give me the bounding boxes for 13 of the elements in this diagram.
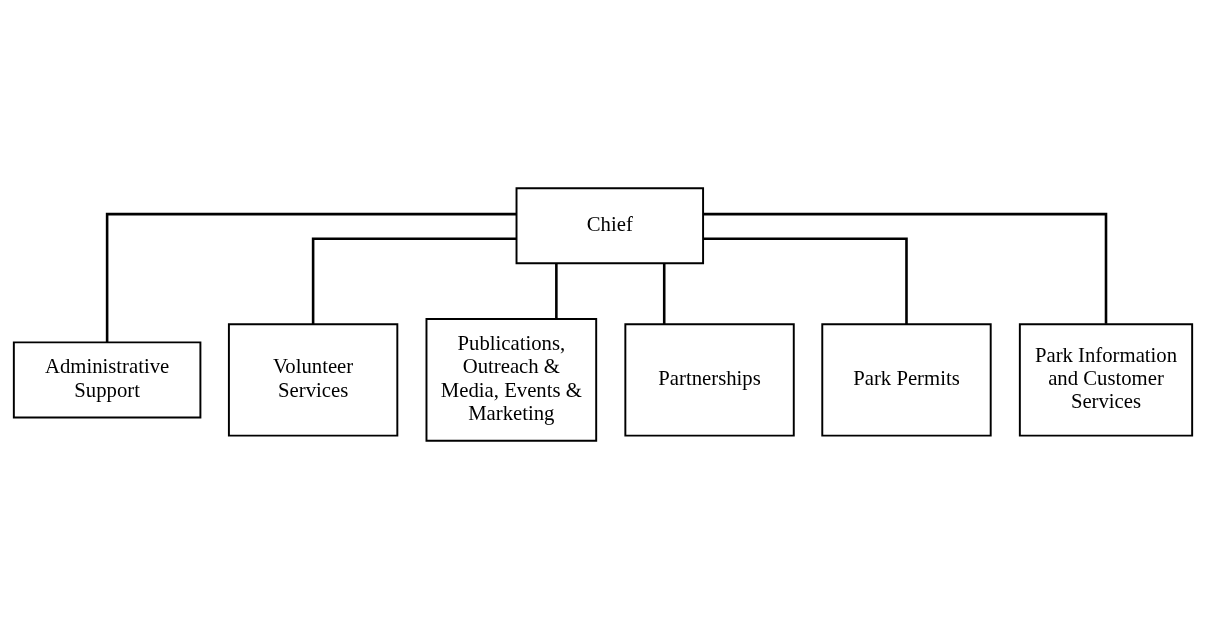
connector (703, 237, 908, 325)
connector (555, 263, 558, 319)
connector (662, 263, 666, 324)
node-box: Park Information and Customer Services (1018, 323, 1194, 437)
node-box: Publications, Outreach & Media, Events & Marketing (425, 318, 598, 442)
node-box: Administrative Support (12, 341, 202, 419)
node-box: Partnerships (624, 323, 795, 437)
connector (311, 237, 517, 325)
node-box: Volunteer Services (227, 323, 399, 437)
node-box: Chief (515, 187, 705, 265)
node-box: Park Permits (821, 323, 992, 437)
connector (105, 212, 517, 343)
connector (703, 212, 1108, 324)
